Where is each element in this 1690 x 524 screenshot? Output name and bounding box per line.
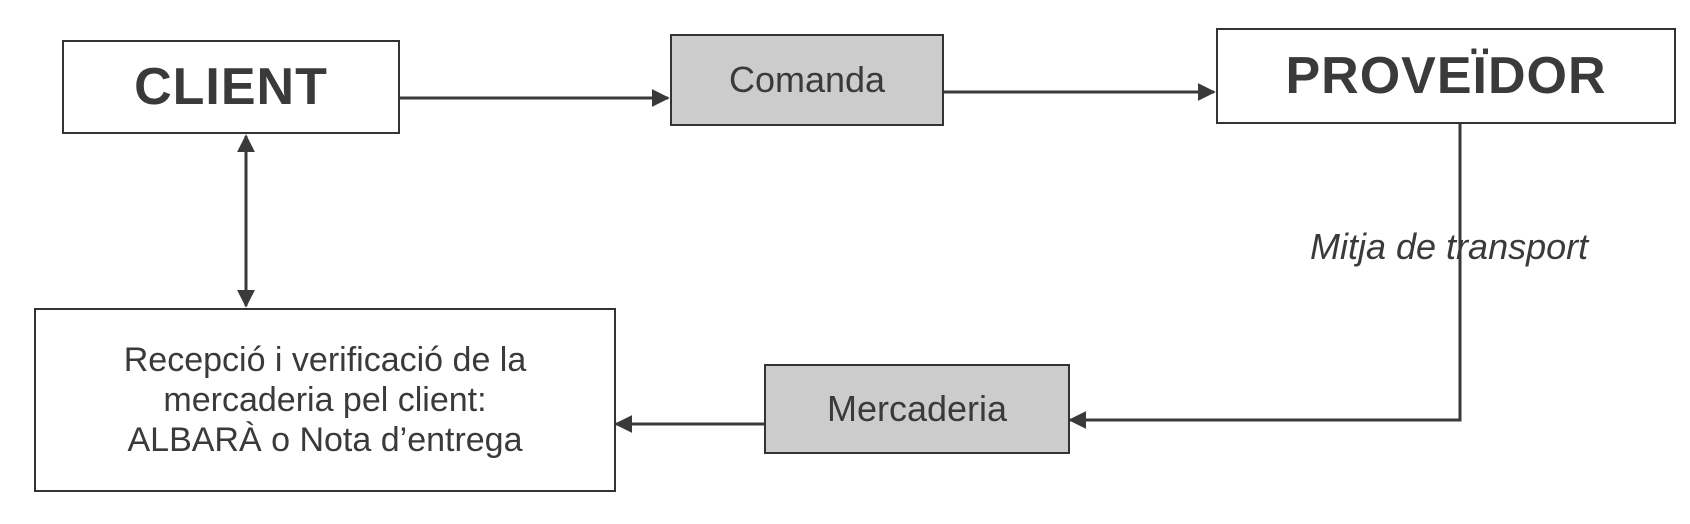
proveidor-box: PROVEÏDOR <box>1216 28 1676 124</box>
arrow-proveidor-to-mercaderia <box>1068 124 1462 429</box>
recepcio-line-3: ALBARÀ o Nota d’entrega <box>127 421 523 459</box>
client-label: CLIENT <box>134 58 328 116</box>
mercaderia-label: Mercaderia <box>826 388 1008 429</box>
recepcio-text: Recepció i verificació de la mercaderia … <box>124 340 527 460</box>
transport-label: Mitja de transport <box>1310 226 1589 267</box>
comanda-box: Comanda <box>670 34 944 126</box>
comanda-label: Comanda <box>728 59 886 100</box>
proveidor-label: PROVEÏDOR <box>1285 47 1607 105</box>
client-box: CLIENT <box>62 40 400 134</box>
recepcio-line-1: Recepció i verificació de la <box>123 341 527 379</box>
mercaderia-box: Mercaderia <box>764 364 1070 454</box>
recepcio-box: Recepció i verificació de la mercaderia … <box>34 308 616 492</box>
recepcio-line-2: mercaderia pel client: <box>163 381 487 419</box>
